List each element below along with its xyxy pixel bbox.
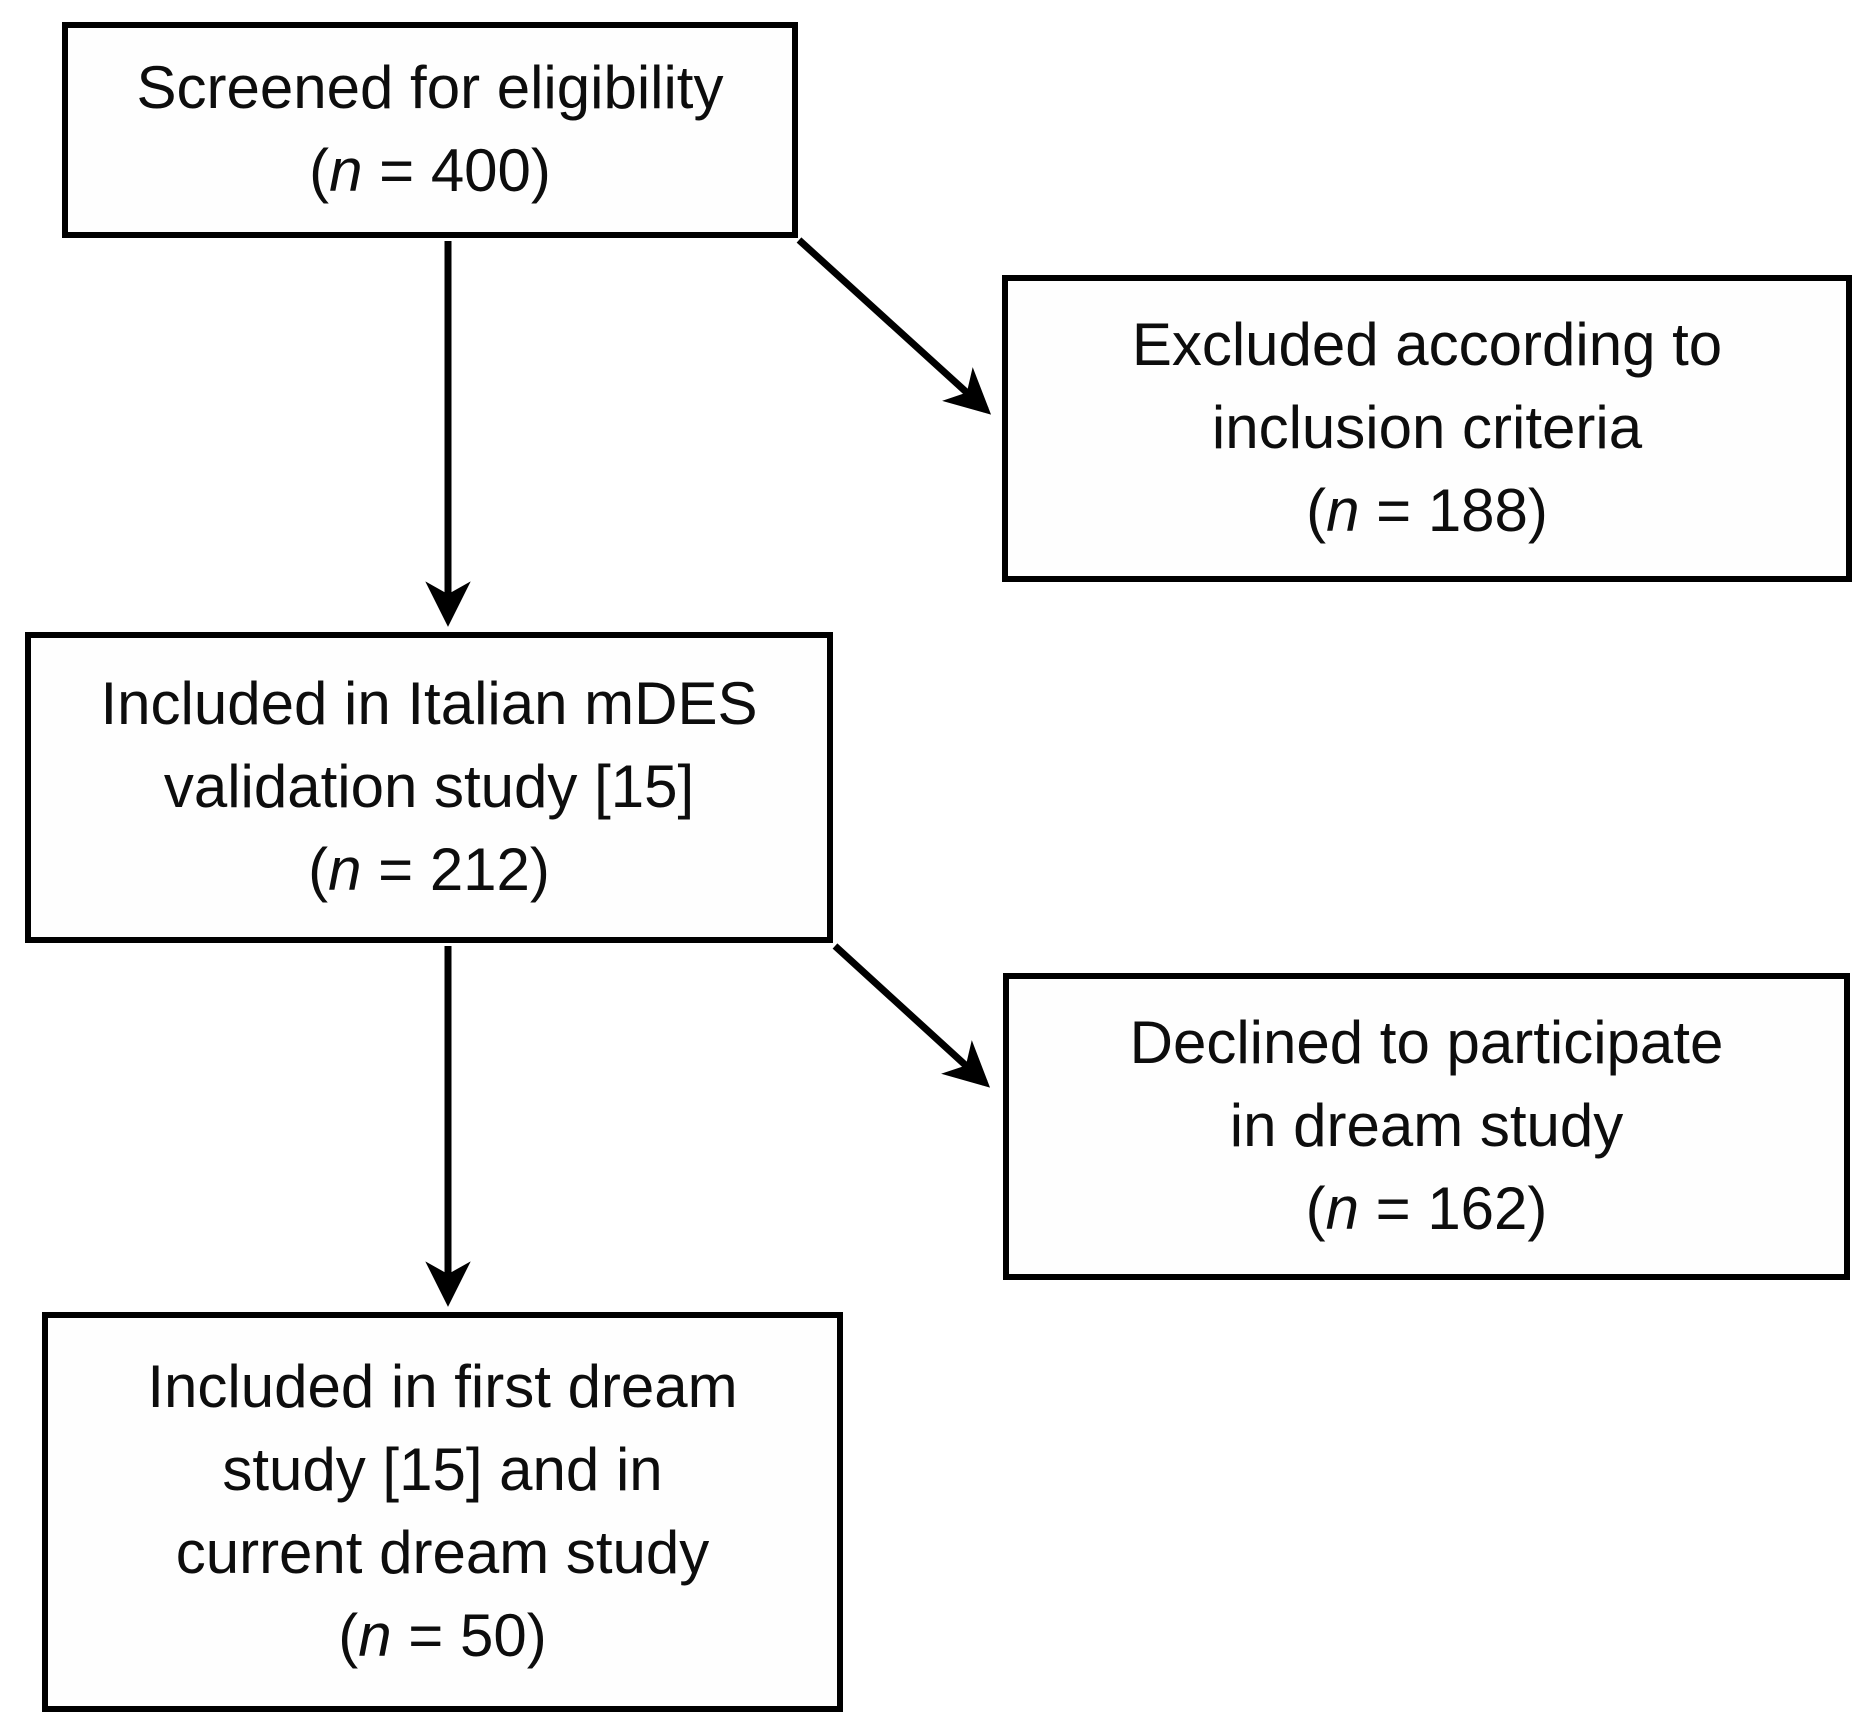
- sample-size-line: (n = 212): [308, 835, 550, 903]
- n-symbol: n: [1325, 1174, 1359, 1242]
- sample-size-line: (n = 162): [1305, 1174, 1548, 1242]
- box-text-line: Declined to participate: [1129, 1009, 1724, 1077]
- arrow-screened-to-excluded: [796, 237, 992, 415]
- n-symbol: n: [1326, 476, 1360, 544]
- n-symbol: n: [329, 137, 363, 204]
- n-symbol: n: [328, 835, 362, 903]
- box-text-line: Screened for eligibility: [136, 54, 724, 122]
- flow-box-included-dream-study: Included in first dream study [15] and i…: [42, 1312, 843, 1712]
- box-text-line: Excluded according to: [1131, 311, 1723, 379]
- box-text-line: Included in first dream: [147, 1353, 738, 1421]
- flow-box-excluded: Excluded according to inclusion criteria…: [1002, 275, 1852, 582]
- n-symbol: n: [358, 1601, 392, 1669]
- flow-box-included-validation-study: Included in Italian mDES validation stud…: [25, 632, 833, 943]
- sample-size-line: (n = 400): [309, 137, 551, 204]
- arrow-validation-to-declined: [832, 943, 991, 1088]
- sample-size-line: (n = 188): [1306, 476, 1548, 544]
- sample-size-line: (n = 50): [338, 1601, 547, 1669]
- flow-box-declined-to-participate: Declined to participate in dream study (…: [1003, 973, 1850, 1280]
- box-text-line: current dream study: [175, 1519, 710, 1586]
- box-text-line: validation study [15]: [163, 753, 695, 821]
- box-text-line: study [15] and in: [222, 1436, 663, 1504]
- box-text-line: inclusion criteria: [1211, 394, 1643, 462]
- box-text-line: in dream study: [1229, 1092, 1624, 1160]
- flow-box-screened-for-eligibility: Screened for eligibility (n = 400): [62, 22, 798, 238]
- box-text-line: Included in Italian mDES: [100, 670, 758, 738]
